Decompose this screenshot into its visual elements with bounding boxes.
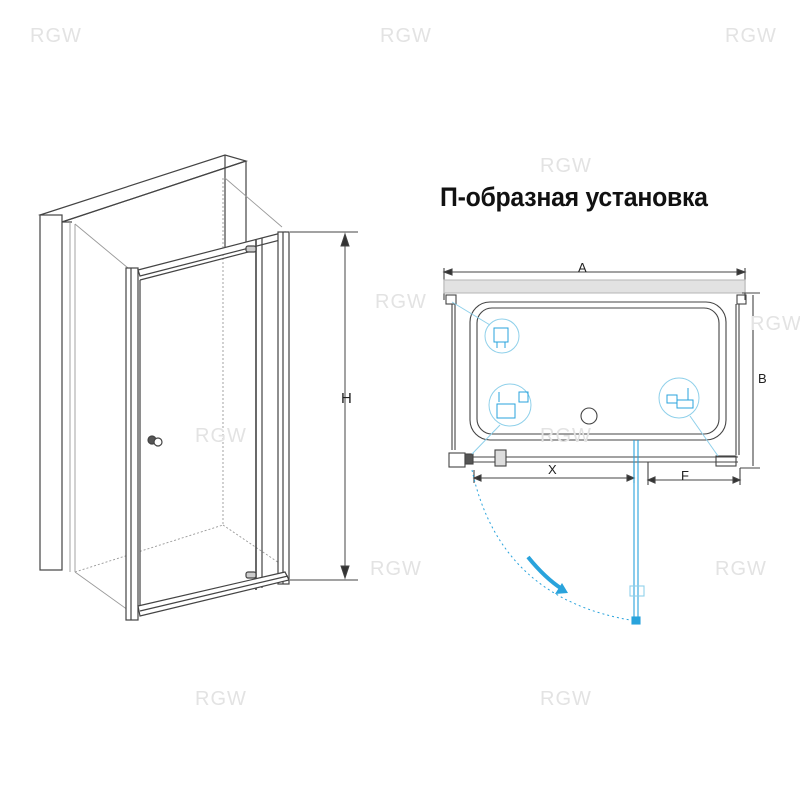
- height-label: H: [341, 390, 352, 407]
- watermark-text: RGW: [195, 425, 247, 447]
- dimension-a-label: A: [578, 260, 587, 275]
- detail-callouts: [451, 301, 719, 457]
- dimension-x-label: X: [548, 462, 557, 477]
- watermark-text: RGW: [370, 558, 422, 580]
- watermark-text: RGW: [750, 313, 800, 335]
- isometric-view: [38, 154, 358, 621]
- open-door: [471, 440, 645, 625]
- watermark-text: RGW: [375, 291, 427, 313]
- back-wall: [443, 279, 746, 294]
- wall: [38, 154, 249, 571]
- watermark-text: RGW: [540, 425, 592, 447]
- door-frame: [125, 231, 290, 621]
- dimension-f: [646, 462, 742, 485]
- swing-arrow-icon: [526, 555, 568, 594]
- watermark-text: RGW: [195, 688, 247, 710]
- height-dimension: [290, 231, 358, 581]
- watermark-text: RGW: [540, 688, 592, 710]
- side-panels: [69, 177, 283, 611]
- dimension-b-label: B: [758, 371, 767, 386]
- page-title: П-образная установка: [440, 182, 708, 212]
- drain-icon: [580, 407, 598, 425]
- side-profiles: [445, 294, 747, 468]
- dimension-b: [740, 292, 760, 469]
- shower-tray-inner: [476, 307, 720, 435]
- dimension-a: [442, 268, 747, 300]
- watermarks: RGW RGW RGW RGW RGW RGW RGW RGW RGW RGW …: [30, 25, 800, 710]
- watermark-text: RGW: [380, 25, 432, 47]
- door-handle: [147, 435, 163, 447]
- watermark-text: RGW: [540, 155, 592, 177]
- shower-tray: [469, 301, 727, 441]
- plan-view: [442, 268, 760, 625]
- dimension-f-label: F: [681, 468, 689, 483]
- watermark-text: RGW: [30, 25, 82, 47]
- watermark-text: RGW: [715, 558, 767, 580]
- watermark-text: RGW: [725, 25, 777, 47]
